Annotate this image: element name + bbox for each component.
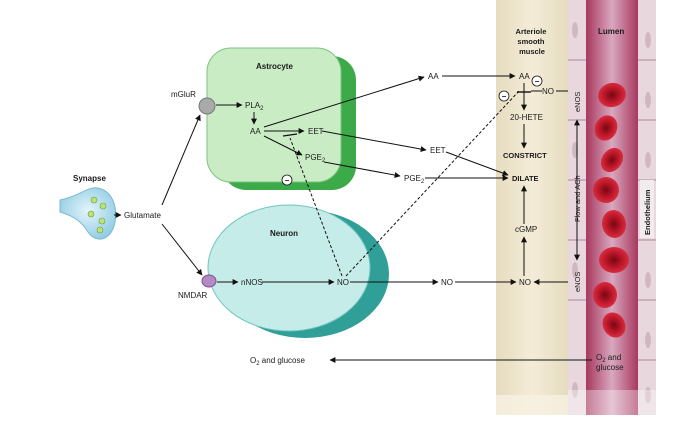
red-blood-cell bbox=[601, 210, 627, 238]
no-arteriole-bottom-label: NO bbox=[519, 278, 531, 287]
lumen-label: Lumen bbox=[598, 27, 624, 36]
synapse: Synapse bbox=[59, 174, 117, 240]
red-blood-cell bbox=[594, 115, 618, 141]
o2-glucose-right-label: O2 and glucose bbox=[596, 353, 624, 372]
nmdar-label: NMDAR bbox=[178, 291, 208, 300]
nmdar-receptor bbox=[201, 274, 217, 288]
constrict-label: CONSTRICT bbox=[503, 151, 547, 160]
glutamate-label: Glutamate bbox=[124, 211, 161, 220]
neuron-label: Neuron bbox=[270, 229, 298, 238]
red-blood-cell bbox=[600, 147, 624, 173]
pathway-arrows bbox=[114, 73, 592, 363]
astrocyte: Astrocyte bbox=[206, 47, 356, 190]
eet-astrocyte-label: EET bbox=[308, 127, 324, 136]
arteriole-smooth-muscle bbox=[496, 0, 568, 415]
endothelium-label: Endothelium bbox=[643, 189, 652, 235]
cgmp-label: cGMP bbox=[515, 225, 537, 234]
enos-bottom-label: eNOS bbox=[573, 272, 582, 292]
vesicle bbox=[90, 196, 98, 204]
red-blood-cell bbox=[593, 282, 617, 308]
astrocyte-label: Astrocyte bbox=[256, 62, 293, 71]
no-mid-label: NO bbox=[441, 278, 453, 287]
nnos-label: nNOS bbox=[241, 278, 263, 287]
vesicle bbox=[99, 202, 107, 210]
blood-vessel bbox=[568, 0, 656, 415]
hete-label: 20-HETE bbox=[510, 113, 543, 122]
red-blood-cell bbox=[602, 312, 626, 338]
pge2-mid-label: PGE2 bbox=[404, 174, 425, 185]
aa-mid-label: AA bbox=[428, 72, 439, 81]
inhibit-symbol-aa: − bbox=[531, 75, 543, 87]
red-blood-cell bbox=[598, 82, 626, 108]
eet-mid-label: EET bbox=[430, 146, 446, 155]
vesicle bbox=[96, 226, 104, 234]
neuron: Neuron bbox=[207, 204, 389, 338]
red-blood-cell bbox=[593, 177, 619, 203]
vesicle bbox=[87, 210, 95, 218]
arteriole-label: Arteriole smooth muscle bbox=[516, 27, 549, 56]
synapse-label: Synapse bbox=[73, 174, 106, 183]
no-arteriole-top-label: NO bbox=[542, 87, 554, 96]
red-blood-cell bbox=[599, 247, 629, 273]
aa-arteriole-label: AA bbox=[519, 72, 530, 81]
dilate-label: DILATE bbox=[512, 174, 539, 183]
svg-text:−: − bbox=[502, 92, 507, 101]
aa-astrocyte-label: AA bbox=[250, 127, 261, 136]
inhibit-symbol-astrocyte: − bbox=[281, 174, 293, 186]
pla2-label: PLA2 bbox=[245, 101, 264, 112]
svg-text:−: − bbox=[535, 77, 540, 86]
vesicle bbox=[98, 217, 106, 225]
o2-glucose-left-label: O2 and glucose bbox=[250, 356, 305, 367]
red-blood-cells bbox=[593, 82, 629, 338]
svg-text:−: − bbox=[285, 176, 290, 185]
inhibit-symbol-hete: − bbox=[498, 90, 510, 102]
pge2-astrocyte-label: PGE2 bbox=[305, 153, 326, 164]
mglur-label: mGluR bbox=[171, 90, 196, 99]
enos-top-label: eNOS bbox=[573, 92, 582, 112]
no-neuron-label: NO bbox=[337, 278, 349, 287]
mglur-receptor bbox=[198, 97, 216, 115]
